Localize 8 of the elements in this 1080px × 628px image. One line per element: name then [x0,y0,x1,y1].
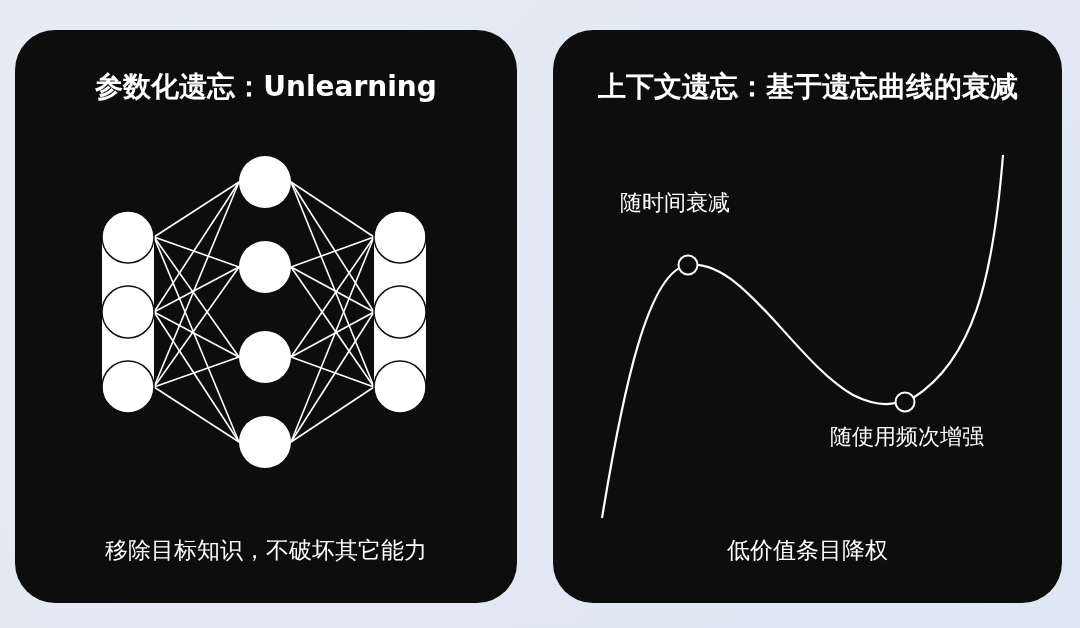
curve-label: 随使用频次增强 [830,423,984,451]
panel-title: 参数化遗忘：Unlearning [94,69,438,105]
card-panel [15,30,517,603]
card-panel [553,30,1062,603]
panel-caption: 低价值条目降权 [726,536,889,565]
curve-label: 随时间衰减 [620,189,730,217]
panel-caption: 移除目标知识，不破坏其它能力 [104,536,428,565]
panel-title: 上下文遗忘：基于遗忘曲线的衰减 [596,69,1019,105]
